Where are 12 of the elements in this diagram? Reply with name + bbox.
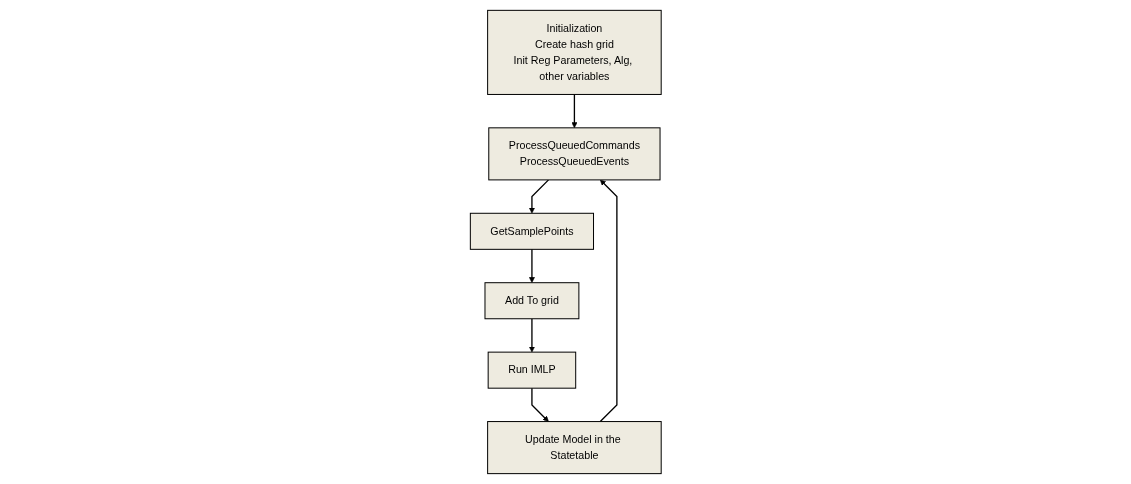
node-box: Add To grid	[484, 282, 580, 320]
node-box: Initialization Create hash grid Init Reg Parameters, Alg, other variables	[486, 9, 662, 95]
node-box: ProcessQueuedCommands ProcessQueuedEvents	[488, 127, 661, 181]
arrow	[528, 179, 549, 214]
arrow	[599, 179, 618, 423]
node-box: Run IMLP	[487, 351, 576, 389]
node-box: GetSamplePoints	[469, 212, 594, 250]
arrow	[528, 318, 535, 353]
arrow	[531, 387, 549, 422]
arrow	[528, 248, 535, 283]
arrow	[571, 93, 578, 129]
node-box: Update Model in the Statetable	[486, 421, 662, 475]
